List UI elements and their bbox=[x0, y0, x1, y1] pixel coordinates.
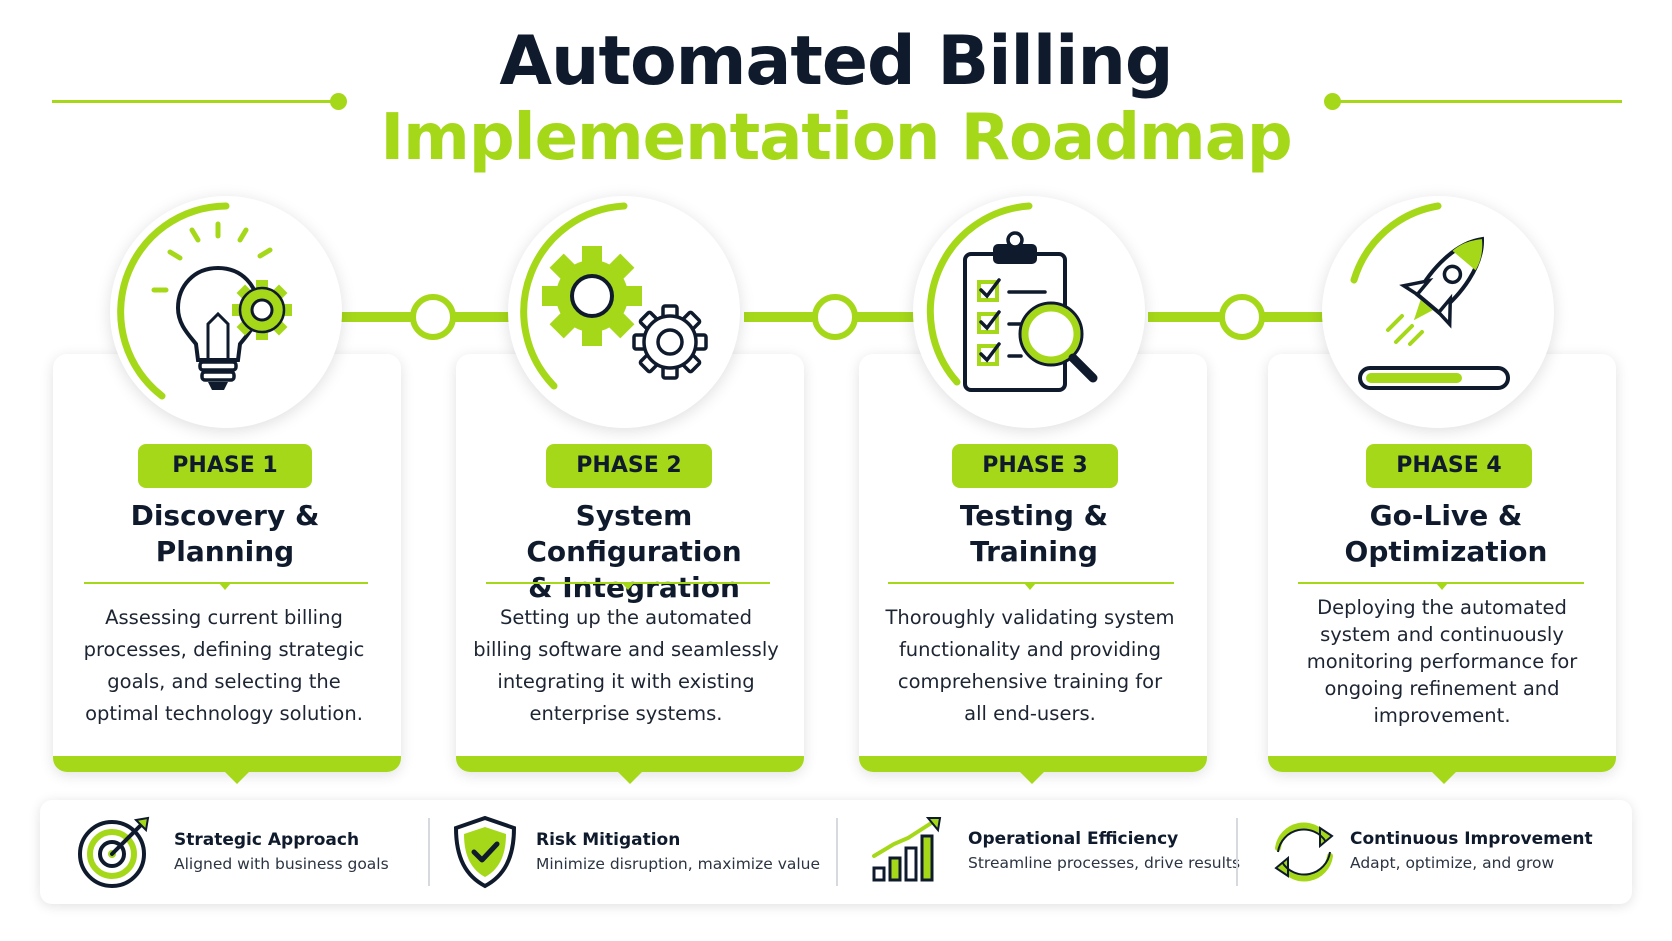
phase-3-divider-notch bbox=[1024, 583, 1036, 590]
phase-1-icon-circle bbox=[110, 196, 342, 428]
card-notch-2 bbox=[618, 772, 642, 784]
benefit-2-subtitle: Minimize disruption, maximize value bbox=[536, 855, 821, 873]
phase-2-label: PHASE 2 bbox=[546, 444, 712, 488]
header-dot-right bbox=[1324, 93, 1341, 110]
refresh-cycle-icon bbox=[1274, 822, 1334, 882]
phase-2-icon-circle bbox=[508, 196, 740, 428]
phase-4-divider-notch bbox=[1436, 583, 1448, 590]
benefit-3-title: Operational Efficiency bbox=[968, 829, 1179, 849]
benefit-4-subtitle: Adapt, optimize, and grow bbox=[1350, 854, 1555, 872]
header-line-left bbox=[52, 100, 336, 103]
phase-4-icon-circle bbox=[1322, 196, 1554, 428]
phase-2-divider-notch bbox=[622, 583, 634, 590]
phase-2-title: System Configuration & Integration bbox=[526, 499, 742, 604]
benefits-panel: Strategic Approach Aligned with business… bbox=[40, 800, 1632, 904]
phase-3-label: PHASE 3 bbox=[952, 444, 1118, 488]
page-subtitle: Implementation Roadmap bbox=[380, 101, 1292, 175]
lightbulb-gear-icon bbox=[117, 202, 292, 400]
benefit-separator-1 bbox=[428, 818, 430, 886]
header-line-right bbox=[1336, 100, 1622, 103]
phase-2-description: Setting up the automated billing softwar… bbox=[473, 606, 779, 725]
clipboard-magnifier-icon bbox=[926, 202, 1098, 392]
phase-1-divider-notch bbox=[219, 583, 231, 590]
page-header: Automated Billing Implementation Roadmap bbox=[0, 22, 1672, 176]
timeline-node-1 bbox=[410, 294, 456, 340]
benefit-1-subtitle: Aligned with business goals bbox=[174, 855, 389, 873]
benefit-1-title: Strategic Approach bbox=[174, 830, 360, 850]
shield-check-icon bbox=[453, 815, 517, 889]
card-notch-1 bbox=[225, 772, 249, 784]
card-notch-3 bbox=[1020, 772, 1044, 784]
benefit-strategic-approach: Strategic Approach Aligned with business… bbox=[40, 800, 430, 904]
rocket-progress-icon bbox=[1350, 202, 1510, 390]
phase-3-title: Testing & Training bbox=[959, 499, 1109, 568]
phase-1-label: PHASE 1 bbox=[138, 444, 312, 488]
benefit-separator-2 bbox=[836, 818, 838, 886]
benefit-3-subtitle: Streamline processes, drive results bbox=[968, 854, 1241, 872]
benefit-4-title: Continuous Improvement bbox=[1350, 829, 1593, 849]
benefit-2-title: Risk Mitigation bbox=[536, 830, 681, 850]
phase-1-description: Assessing current billing processes, def… bbox=[83, 606, 365, 725]
gears-icon bbox=[520, 202, 708, 390]
timeline-node-3 bbox=[1219, 294, 1265, 340]
phase-4-description: Deploying the automated system and conti… bbox=[1306, 596, 1578, 727]
card-notch-4 bbox=[1432, 772, 1456, 784]
target-icon bbox=[78, 816, 150, 888]
benefit-operational-efficiency: Operational Efficiency Streamline proces… bbox=[838, 800, 1241, 904]
phase-4-label: PHASE 4 bbox=[1366, 444, 1532, 488]
phase-3-icon-circle bbox=[913, 196, 1145, 428]
phase-3-description: Thoroughly validating system functionali… bbox=[885, 606, 1175, 725]
phase-1-title: Discovery & Planning bbox=[130, 499, 320, 568]
page-title: Automated Billing bbox=[499, 22, 1173, 101]
timeline-node-2 bbox=[812, 294, 858, 340]
benefit-separator-3 bbox=[1236, 818, 1238, 886]
benefit-continuous-improvement: Continuous Improvement Adapt, optimize, … bbox=[1238, 800, 1632, 904]
benefit-risk-mitigation: Risk Mitigation Minimize disruption, max… bbox=[430, 800, 824, 904]
growth-chart-icon bbox=[872, 817, 942, 882]
header-dot-left bbox=[330, 93, 347, 110]
phase-4-title: Go-Live & Optimization bbox=[1344, 499, 1548, 568]
